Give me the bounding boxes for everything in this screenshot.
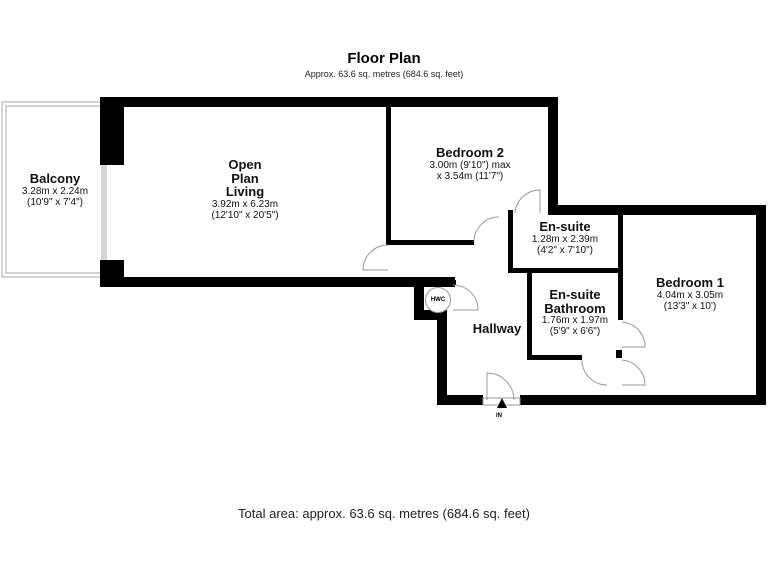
- walls: [100, 97, 766, 405]
- room-dim-imperial: (13'3" x 10'): [663, 300, 717, 312]
- room-hallway: Hallway: [462, 322, 532, 336]
- floor-plan-subtitle: Approx. 63.6 sq. metres (684.6 sq. feet): [304, 69, 464, 79]
- room-name: En-suite: [539, 219, 591, 234]
- room-dim-imperial: (10'9" x 7'4"): [27, 196, 83, 208]
- room-bedroom-2: Bedroom 2 3.00m (9'10") max x 3.54m (11'…: [410, 146, 530, 182]
- room-name-line: En-suite: [549, 287, 601, 302]
- room-en-suite: En-suite 1.28m x 2.39m (4'2" x 7'10"): [510, 220, 620, 256]
- hwc-cylinder-icon: HWC: [425, 287, 451, 313]
- room-name: Bedroom 1: [656, 275, 724, 290]
- room-name: Balcony: [29, 171, 81, 186]
- room-balcony: Balcony 3.28m x 2.24m (10'9" x 7'4"): [10, 172, 100, 208]
- room-dim-imperial: (12'10" x 20'5"): [211, 209, 279, 221]
- room-dim-metric: 3.92m x 6.23m: [211, 198, 279, 210]
- room-bedroom-1: Bedroom 1 4.04m x 3.05m (13'3" x 10'): [630, 276, 750, 312]
- room-name-line: Bathroom: [544, 300, 606, 316]
- floor-plan-title: Floor Plan: [347, 50, 421, 67]
- total-area-footer: Total area: approx. 63.6 sq. metres (684…: [238, 506, 530, 521]
- room-dim-metric: 1.76m x 1.97m: [541, 315, 609, 327]
- room-dim-imperial: x 3.54m (11'7"): [436, 170, 504, 182]
- room-dim-imperial: (4'2" x 7'10"): [537, 244, 593, 256]
- room-dim-metric: 1.28m x 2.39m: [531, 233, 599, 245]
- room-dim-imperial: (5'9" x 6'6"): [549, 326, 601, 338]
- room-name-line: Plan: [231, 170, 259, 186]
- door-swings: [362, 189, 646, 406]
- room-dim-metric: 3.00m (9'10") max: [429, 159, 511, 171]
- entrance-arrow-icon: [497, 398, 507, 408]
- room-name: Hallway: [472, 321, 522, 336]
- room-dim-metric: 4.04m x 3.05m: [656, 289, 724, 301]
- room-name: Bedroom 2: [436, 145, 504, 160]
- room-en-suite-bathroom: En-suite Bathroom 1.76m x 1.97m (5'9" x …: [530, 288, 620, 337]
- room-name-line: Living: [225, 184, 265, 200]
- room-name-line: Open: [228, 157, 262, 172]
- balcony-outline: [1, 101, 107, 278]
- entrance-label: IN: [496, 413, 502, 419]
- room-dim-metric: 3.28m x 2.24m: [21, 185, 89, 197]
- room-open-plan-living: Open Plan Living 3.92m x 6.23m (12'10" x…: [190, 158, 300, 221]
